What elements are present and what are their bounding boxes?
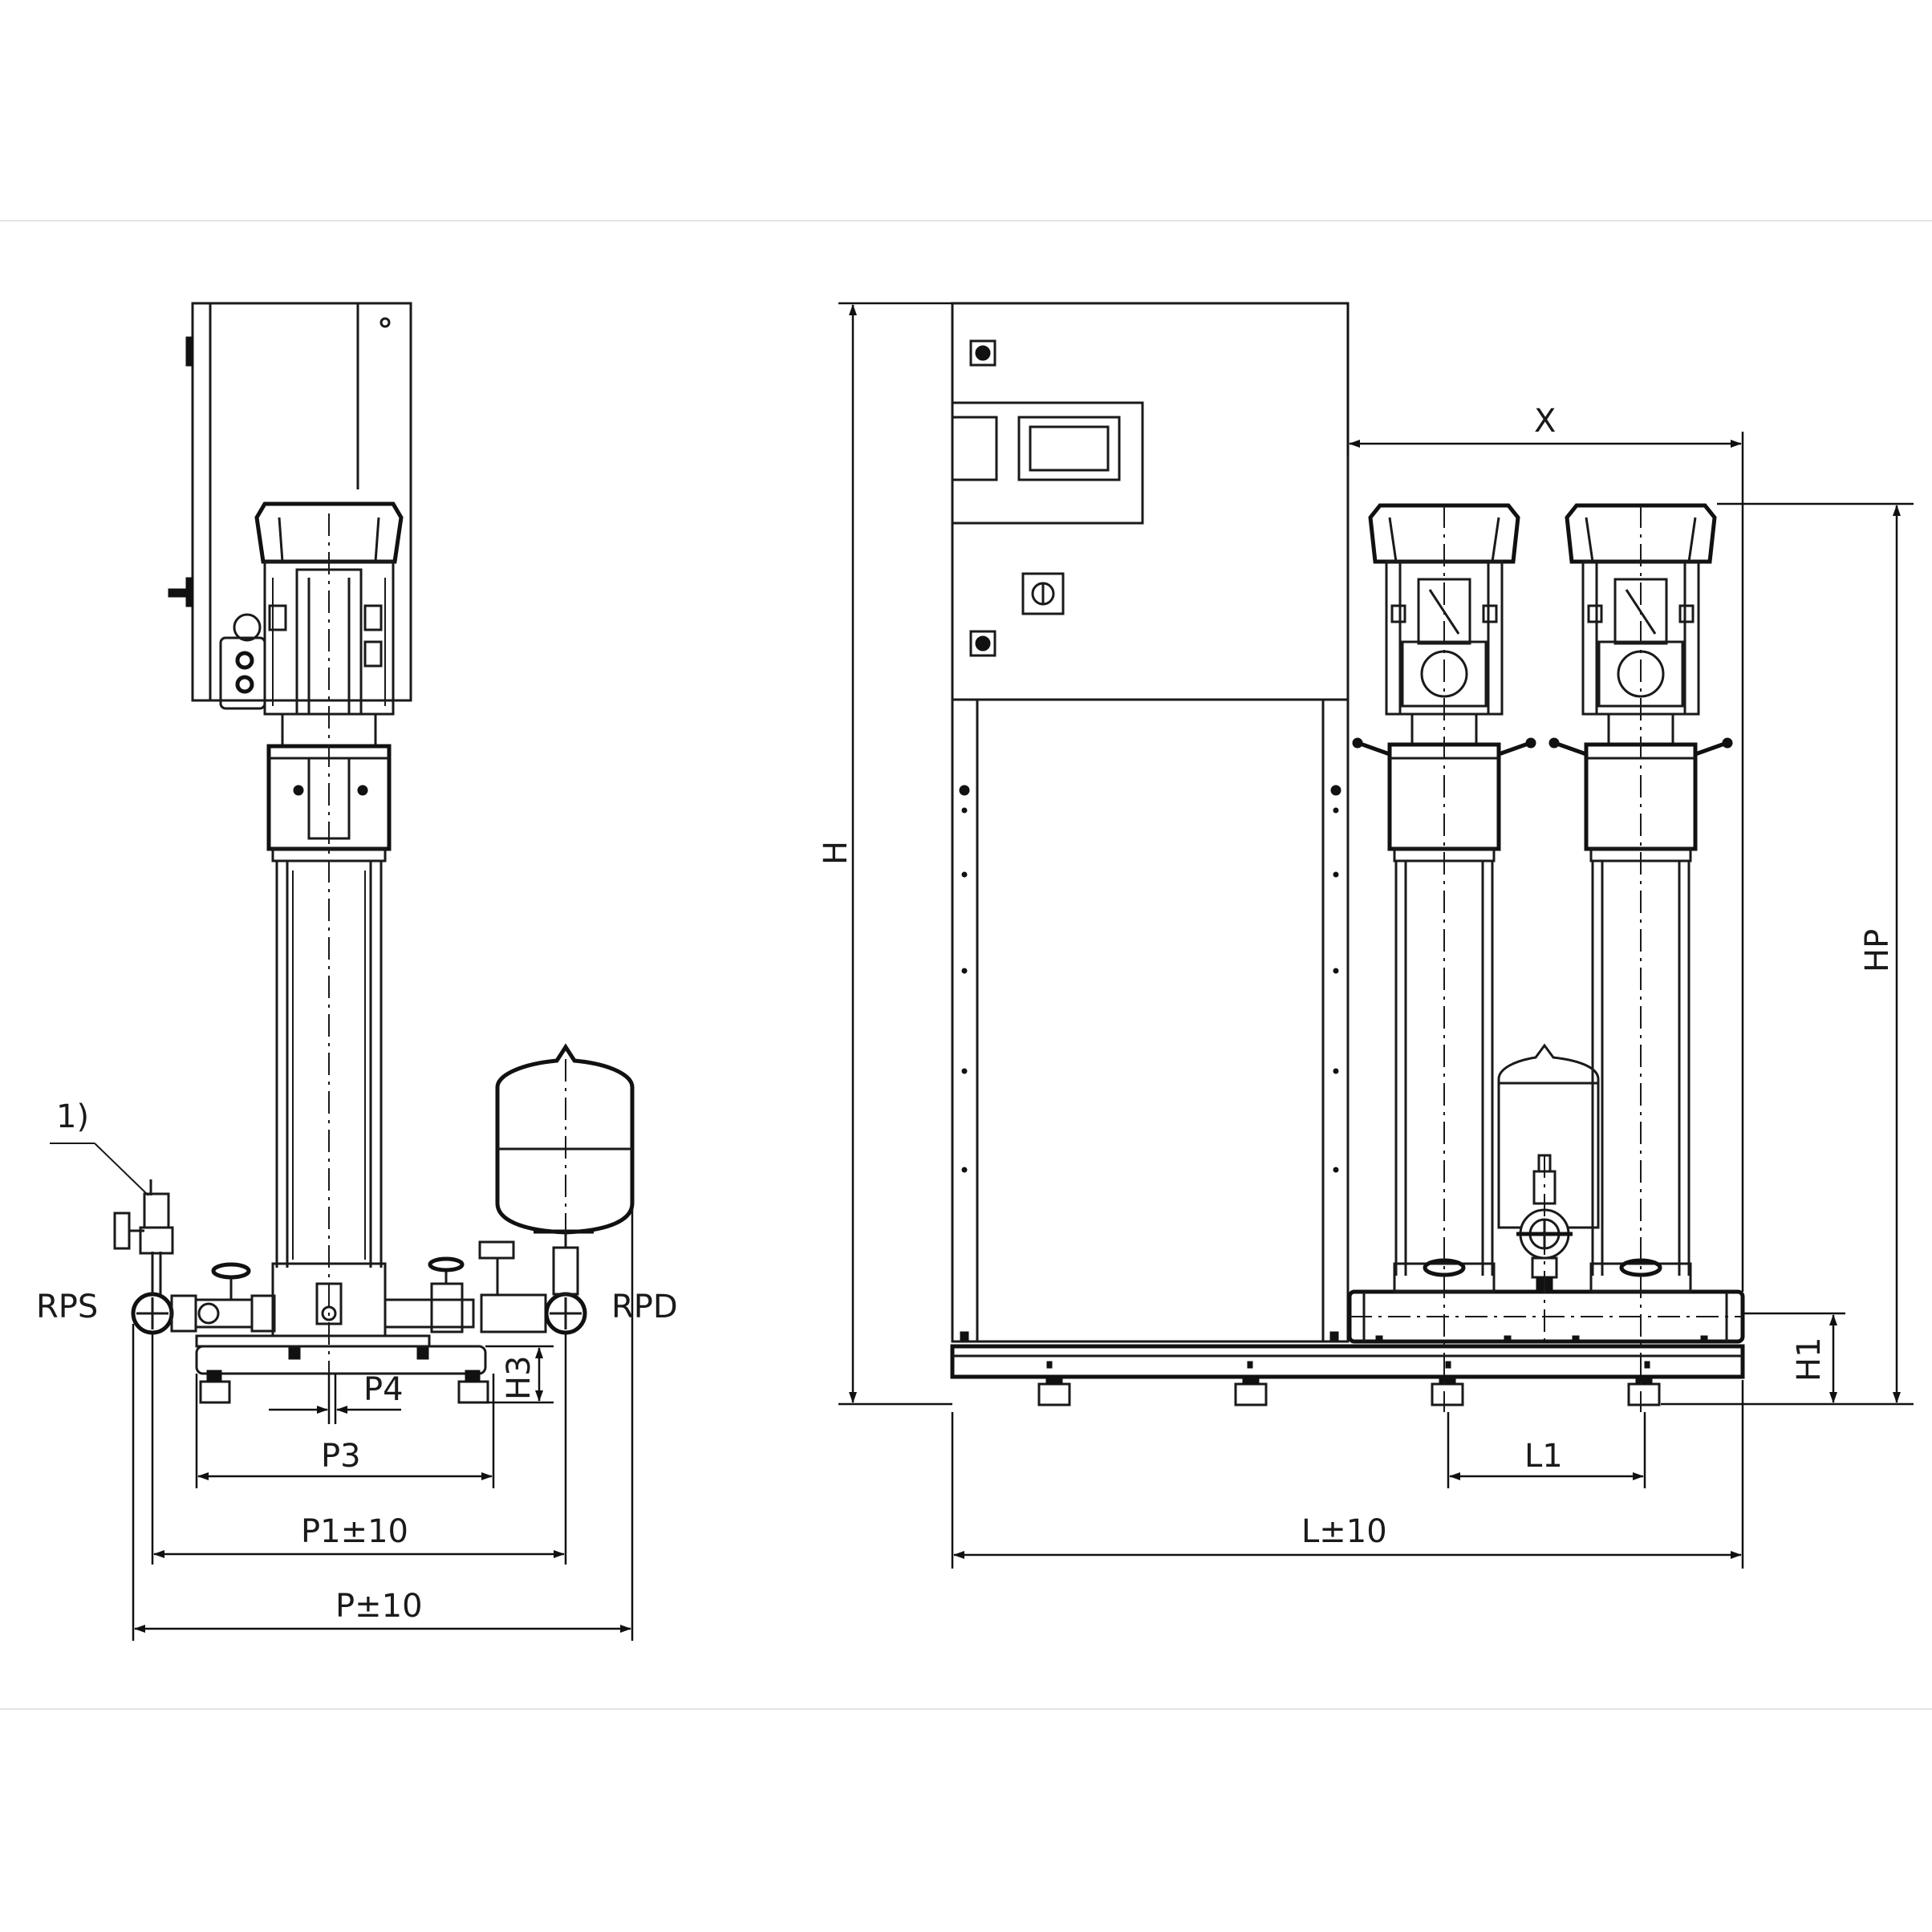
front-base-frame — [950, 1344, 1745, 1406]
p-label: P±10 — [335, 1588, 423, 1625]
side-view: 1) RPS RPD P4 P3 P1±10 P±10 H3 — [36, 302, 678, 1641]
h3-label: H3 — [501, 1355, 538, 1400]
front-view: H X HP H1 L1 L±10 — [818, 302, 1914, 1569]
note-label: 1) — [56, 1098, 89, 1135]
side-junction-box — [219, 613, 266, 710]
front-center-valve — [1516, 1154, 1573, 1340]
l-label: L±10 — [1301, 1513, 1387, 1550]
p1-label: P1±10 — [301, 1513, 408, 1550]
side-suction-accessory — [113, 1179, 174, 1294]
side-control-cabinet — [168, 302, 412, 702]
front-cabinet-stand — [951, 698, 1350, 1343]
side-suction-manifold — [131, 1262, 276, 1335]
l1-label: L1 — [1524, 1438, 1563, 1475]
x-label: X — [1534, 403, 1556, 440]
rps-label: RPS — [36, 1289, 98, 1325]
rpd-label: RPD — [611, 1289, 678, 1325]
front-pressure-vessel — [1497, 1043, 1600, 1229]
note-leader-diagonal — [94, 1143, 149, 1196]
side-pump-column — [271, 513, 387, 1396]
side-discharge-manifold — [384, 1229, 594, 1335]
p4-label: P4 — [363, 1371, 404, 1408]
front-dimensions — [838, 302, 1914, 1569]
hp-label: HP — [1859, 929, 1896, 972]
front-pump-left — [1352, 503, 1536, 1412]
side-pressure-vessel — [495, 1043, 635, 1236]
front-pump-right — [1548, 503, 1733, 1412]
front-manifold — [1347, 1289, 1745, 1344]
front-control-cabinet — [951, 302, 1350, 701]
side-dimensions — [132, 1208, 634, 1641]
side-base-frame — [195, 1334, 489, 1404]
h-label: H — [818, 841, 854, 865]
h1-label: H1 — [1791, 1337, 1828, 1382]
p3-label: P3 — [321, 1438, 361, 1475]
